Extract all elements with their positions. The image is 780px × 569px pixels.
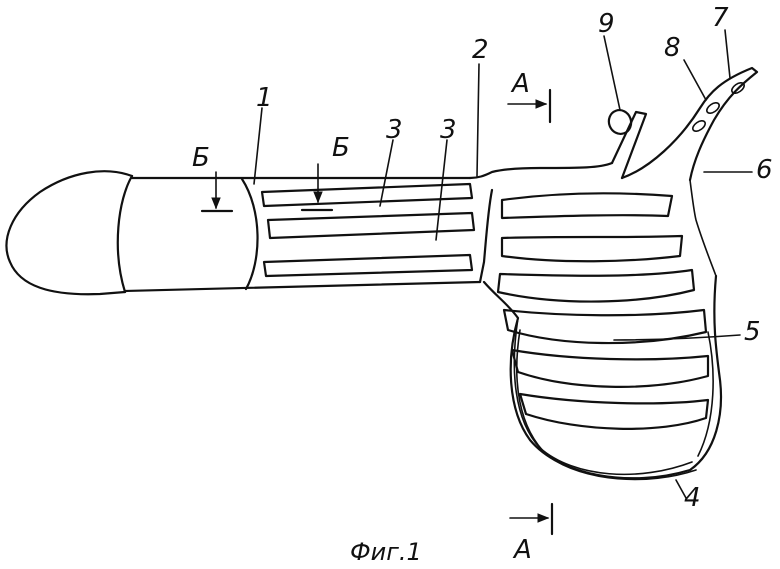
section-a-bottom-arrowhead: [538, 514, 548, 522]
label-4: 4: [684, 483, 701, 513]
label-5: 5: [744, 317, 761, 347]
pouch-shell-3: [698, 332, 713, 456]
pouch-rib-2: [502, 236, 682, 261]
section-a-top-arrowhead: [536, 100, 546, 108]
section-label-b-right: Б: [332, 133, 350, 163]
pouch-rib-3: [498, 270, 694, 302]
leader-2: [477, 64, 479, 176]
pouch-outline: [484, 276, 721, 478]
section-label-b-left: Б: [192, 143, 210, 173]
label-2: 2: [472, 35, 489, 65]
neck-front: [480, 190, 492, 282]
section-label-a-top: A: [510, 69, 530, 99]
shaft-bottom-edge: [125, 282, 480, 291]
leader-3a: [380, 140, 393, 206]
leader-1: [254, 108, 262, 184]
pouch-rib-1: [502, 193, 672, 218]
pouch-rib-6: [520, 394, 708, 429]
shaft-rib-3: [264, 255, 472, 276]
section-b-left-arrowhead: [212, 198, 220, 208]
label-7: 7: [712, 3, 729, 33]
waist-belt-inner: [690, 180, 716, 276]
neck-top: [470, 163, 612, 178]
label-9: 9: [598, 9, 615, 39]
leader-9: [604, 36, 620, 110]
label-1: 1: [256, 83, 273, 113]
strap-ring: [606, 107, 635, 137]
glans-rim: [118, 176, 132, 292]
label-3a: 3: [386, 115, 403, 145]
pouch-rib-5: [512, 350, 708, 387]
pouch-shell-2: [517, 330, 696, 479]
figure-caption: Фиг.1: [350, 538, 422, 566]
section-b-right-arrowhead: [314, 192, 322, 202]
leader-3b: [436, 140, 447, 240]
shaft-band-line: [242, 179, 258, 289]
belt-hole-1: [691, 119, 707, 134]
leader-8: [684, 60, 706, 100]
shaft-rib-2: [268, 213, 474, 238]
section-label-a-bottom: A: [512, 535, 532, 565]
label-6: 6: [756, 155, 773, 185]
label-3b: 3: [440, 115, 457, 145]
label-8: 8: [664, 33, 681, 63]
leader-7: [725, 30, 730, 78]
glans-outline: [7, 171, 132, 294]
